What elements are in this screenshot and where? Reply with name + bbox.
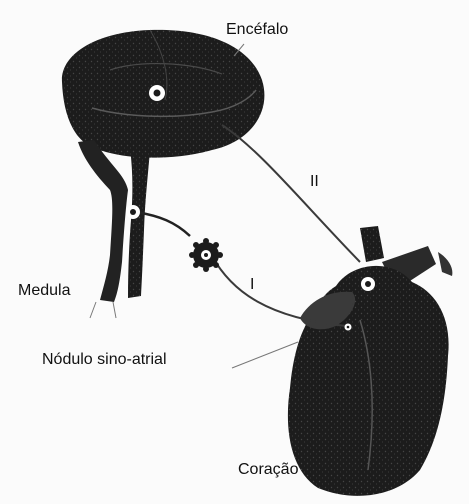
spinal-cord-icon <box>78 140 150 318</box>
nerve-fiber-ii <box>222 125 360 262</box>
label-medula: Medula <box>18 283 70 299</box>
heart-icon <box>288 226 452 496</box>
ganglion-icon <box>189 238 223 272</box>
label-nerve-ii: II <box>310 174 319 189</box>
label-nodulo-sino-atrial: Nódulo sino-atrial <box>42 352 167 368</box>
label-coracao: Coração <box>238 462 298 478</box>
nodulo-pointer-line <box>232 342 298 368</box>
label-encefalo: Encéfalo <box>226 22 288 38</box>
label-nerve-i: I <box>250 277 254 292</box>
